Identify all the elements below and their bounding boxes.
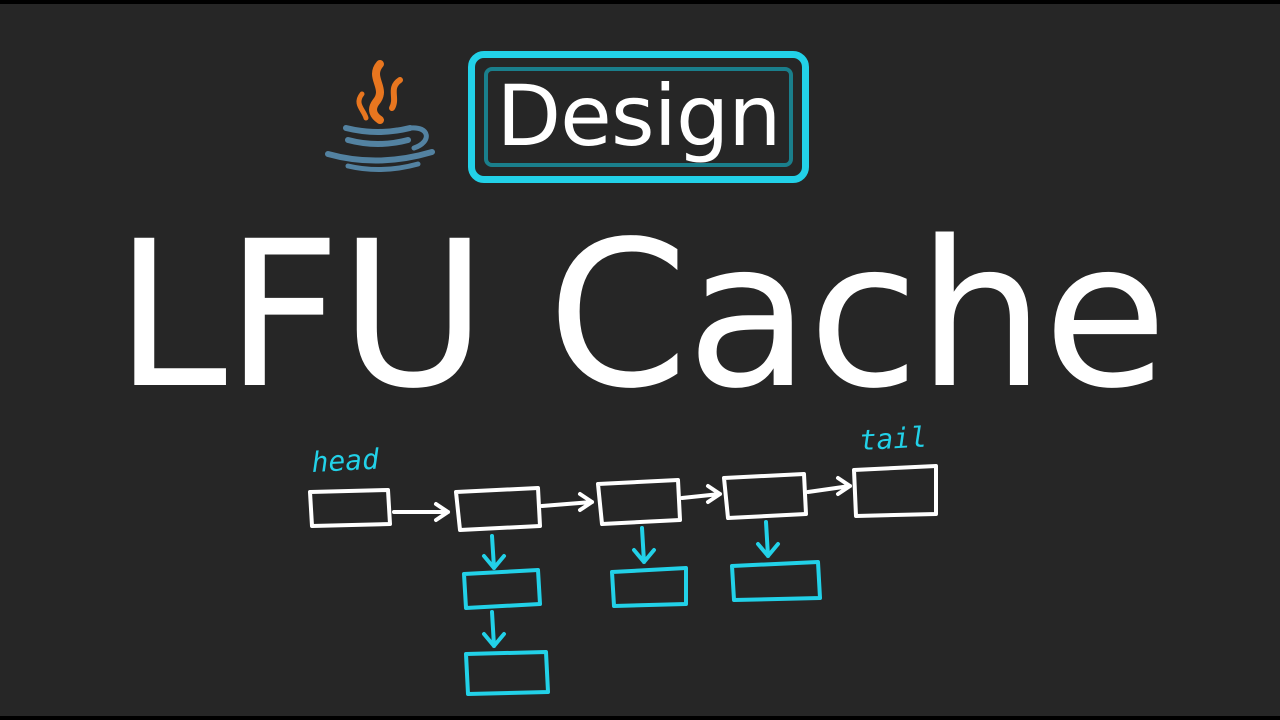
design-badge-label: Design [496, 67, 781, 165]
list-node-3 [596, 478, 682, 526]
list-arrow-3 [680, 484, 722, 504]
main-title: LFU Cache [114, 197, 1168, 433]
list-node-5 [852, 464, 938, 518]
list-node-1 [308, 488, 392, 528]
java-logo-icon [325, 60, 435, 173]
design-badge: Design [468, 51, 809, 183]
tail-label: tail [859, 421, 928, 457]
sub-arrow-2 [482, 610, 506, 648]
design-badge-inner-border [484, 67, 793, 167]
list-node-4 [722, 472, 808, 520]
sub-node-1b [464, 650, 550, 696]
sub-node-2 [610, 566, 688, 608]
sub-node-1a [462, 568, 542, 610]
sub-arrow-3 [632, 526, 656, 564]
list-arrow-2 [540, 492, 594, 512]
sub-arrow-1 [482, 534, 506, 570]
head-label: head [311, 442, 381, 479]
list-arrow-4 [806, 476, 852, 496]
list-node-2 [454, 486, 542, 532]
list-arrow-1 [392, 502, 450, 522]
sub-arrow-4 [756, 520, 780, 558]
sub-node-3 [730, 560, 822, 602]
